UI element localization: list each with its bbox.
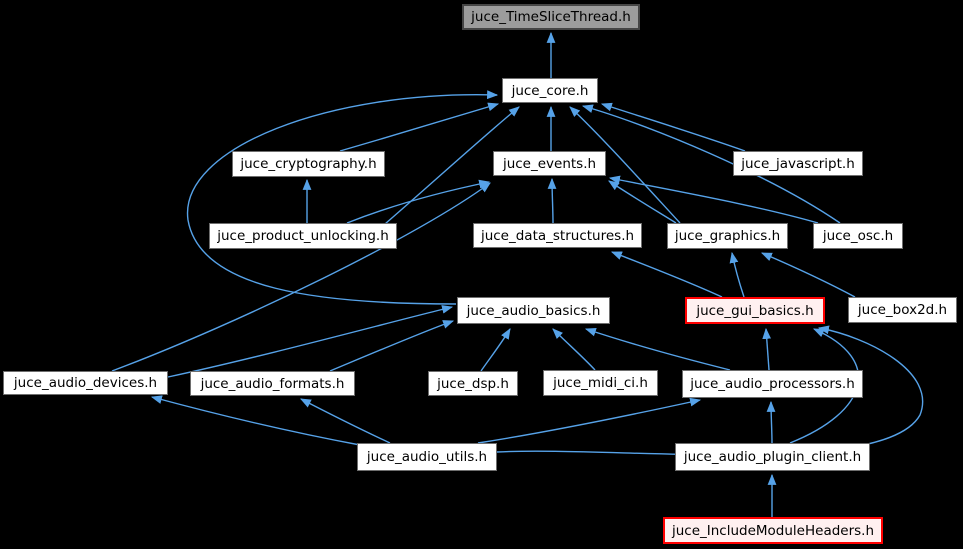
edge-crypt-to-core — [339, 102, 500, 152]
node-juce_data_structures-h[interactable]: juce_data_structures.h — [473, 223, 642, 248]
node-juce_audio_basics-h[interactable]: juce_audio_basics.h — [457, 297, 610, 324]
edge-utils-to-proc — [477, 397, 702, 444]
edge-osc-to-events — [608, 175, 819, 224]
node-juce_product_unlocking-h[interactable]: juce_product_unlocking.h — [209, 223, 397, 249]
node-label: juce_product_unlocking.h — [217, 228, 389, 244]
node-label: juce_cryptography.h — [240, 156, 377, 172]
edge-dev-to-ab — [167, 305, 454, 378]
edge-box2d-to-gfx — [760, 252, 856, 298]
edge-pu-to-core — [384, 106, 520, 225]
edge-osc-to-core — [581, 104, 841, 224]
edge-utils-to-dev — [150, 395, 361, 446]
node-label: juce_gui_basics.h — [696, 302, 814, 319]
node-juce_IncludeModuleHeaders-h[interactable]: juce_IncludeModuleHeaders.h — [663, 517, 883, 544]
node-juce_TimeSliceThread-h[interactable]: juce_TimeSliceThread.h — [462, 4, 640, 30]
edge-pu-to-events — [346, 179, 491, 224]
node-label: juce_dsp.h — [437, 375, 509, 392]
edge-utils-to-gui — [496, 325, 924, 456]
edge-proc-to-gui — [762, 327, 772, 371]
node-label: juce_audio_devices.h — [13, 375, 158, 391]
edge-gui-to-gfx — [729, 251, 745, 298]
node-juce_gui_basics-h[interactable]: juce_gui_basics.h — [685, 297, 825, 324]
edge-gfx-to-events — [608, 180, 677, 224]
node-label: juce_osc.h — [822, 228, 894, 244]
node-juce_core-h[interactable]: juce_core.h — [502, 78, 598, 103]
node-label: juce_audio_processors.h — [690, 376, 855, 392]
node-label: juce_audio_utils.h — [366, 449, 488, 465]
node-label: juce_midi_ci.h — [553, 375, 648, 391]
edge-ab-to-core — [186, 90, 499, 305]
node-juce_javascript-h[interactable]: juce_javascript.h — [733, 151, 863, 176]
edge-midi-to-ab — [552, 328, 596, 371]
edge-js-to-core — [600, 102, 746, 152]
node-juce_audio_plugin_client-h[interactable]: juce_audio_plugin_client.h — [675, 443, 870, 471]
node-juce_graphics-h[interactable]: juce_graphics.h — [667, 223, 788, 249]
node-juce_dsp-h[interactable]: juce_dsp.h — [428, 371, 518, 396]
edge-ds-to-events — [547, 177, 557, 224]
edge-dsp-to-ab — [480, 328, 511, 372]
node-label: juce_javascript.h — [741, 155, 855, 172]
node-juce_box2d-h[interactable]: juce_box2d.h — [848, 297, 957, 323]
node-label: juce_core.h — [511, 82, 589, 99]
node-label: juce_audio_basics.h — [466, 302, 601, 319]
edge-gfx-to-core — [569, 106, 681, 224]
node-juce_osc-h[interactable]: juce_osc.h — [813, 223, 903, 249]
node-label: juce_graphics.h — [674, 228, 781, 244]
edge-utils-to-fmt — [300, 398, 391, 444]
node-label: juce_data_structures.h — [480, 227, 635, 244]
node-juce_audio_formats-h[interactable]: juce_audio_formats.h — [190, 371, 355, 396]
node-label: juce_audio_formats.h — [200, 375, 345, 392]
node-juce_audio_utils-h[interactable]: juce_audio_utils.h — [357, 443, 497, 471]
edge-apc-to-proc — [766, 400, 776, 444]
edge-proc-to-ab — [584, 327, 731, 371]
node-juce_audio_processors-h[interactable]: juce_audio_processors.h — [682, 370, 863, 398]
node-label: juce_box2d.h — [857, 302, 948, 318]
node-label: juce_IncludeModuleHeaders.h — [671, 522, 875, 539]
node-juce_events-h[interactable]: juce_events.h — [493, 151, 606, 176]
node-label: juce_TimeSliceThread.h — [471, 9, 631, 25]
node-juce_cryptography-h[interactable]: juce_cryptography.h — [232, 151, 385, 177]
node-label: juce_events.h — [502, 155, 597, 172]
edge-fmt-to-ab — [329, 320, 455, 372]
node-label: juce_audio_plugin_client.h — [683, 449, 862, 465]
node-juce_audio_devices-h[interactable]: juce_audio_devices.h — [3, 371, 168, 395]
node-juce_midi_ci-h[interactable]: juce_midi_ci.h — [543, 370, 658, 396]
edge-gui-to-ds — [610, 251, 723, 298]
edge-dev-to-events — [111, 182, 491, 372]
